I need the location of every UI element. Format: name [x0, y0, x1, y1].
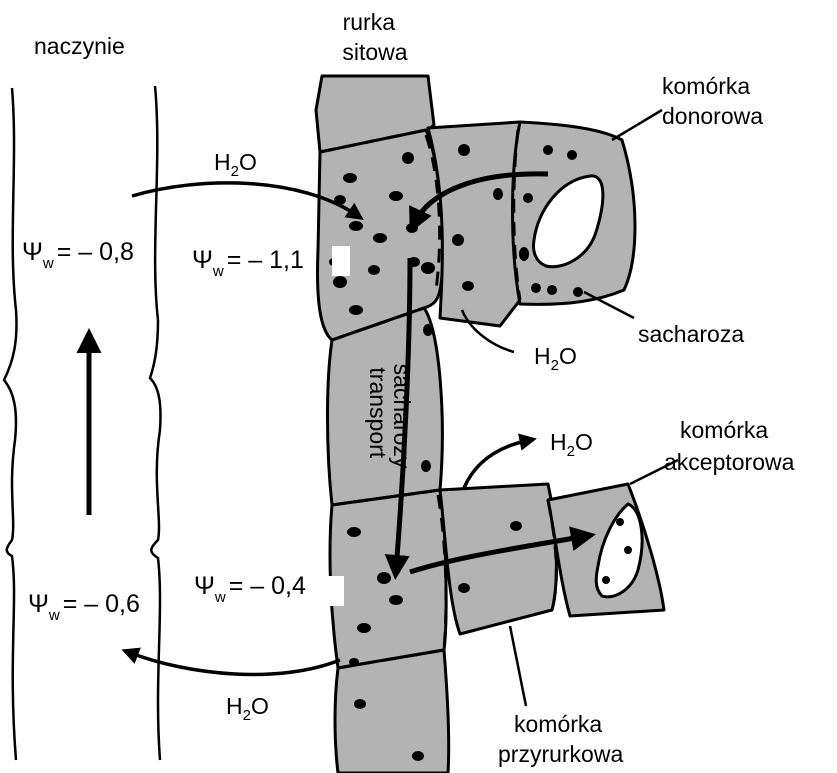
sucrose-dot — [333, 276, 347, 288]
water-label-middle: H2O — [534, 343, 577, 374]
water-exit-arrow — [464, 440, 530, 488]
sucrose-dot — [616, 518, 624, 526]
sieve-tube-label-line1: rurka — [343, 9, 396, 35]
sucrose-dot — [573, 287, 583, 297]
psi-vessel-lower: Ψw= – 0,6 — [28, 590, 140, 624]
sucrose-dot — [354, 699, 366, 709]
sucrose-dot — [567, 150, 577, 160]
companion-leader-line — [510, 626, 526, 706]
sucrose-dot — [458, 144, 470, 156]
donor-cell-label-line1: komórka — [662, 73, 750, 99]
companion-cell-label-line2: przyrurkowa — [498, 741, 623, 767]
sucrose-dot — [452, 234, 464, 246]
sucrose-dot — [543, 145, 553, 155]
sucrose-dot — [421, 262, 435, 274]
donor-leader-line — [612, 110, 662, 140]
water-label-lower-left: H2O — [226, 693, 269, 724]
sucrose-dot — [357, 623, 371, 633]
transport-label-line2: sacharozy — [389, 364, 415, 469]
acceptor-cell-label: komórka akceptorowa — [664, 417, 795, 475]
sucrose-dot — [402, 152, 414, 164]
water-label-upper-left: H2O — [214, 149, 257, 180]
sucrose-dot — [377, 572, 391, 584]
sucrose-dot — [349, 658, 359, 666]
sucrose-label: sacharoza — [638, 321, 744, 347]
sucrose-dot — [510, 521, 522, 531]
psi-tube-lower: Ψw= – 0,4 — [194, 572, 306, 606]
lower-cell-complex — [438, 484, 664, 650]
transport-label-line1: transport — [365, 367, 391, 458]
sieve-tube-label-line2: sitowa — [342, 39, 407, 65]
sucrose-dot — [531, 283, 541, 293]
sucrose-dot — [368, 265, 380, 275]
psi-backing-lower — [326, 576, 344, 606]
donor-cell-label: komórka donorowa — [662, 73, 763, 129]
sucrose-dot — [343, 173, 357, 183]
companion-cell-label: komórka przyrurkowa — [498, 711, 623, 767]
sucrose-dot — [412, 751, 424, 761]
sucrose-dot — [493, 188, 503, 200]
donor-cell-label-line2: donorowa — [662, 103, 763, 129]
psi-vessel-upper: Ψw= – 0,8 — [22, 238, 134, 272]
vessel-left-wall — [4, 88, 17, 760]
transport-label: transport sacharozy — [365, 364, 415, 469]
sucrose-dot — [389, 595, 403, 605]
sucrose-dot — [373, 233, 387, 243]
sucrose-dot — [462, 281, 474, 291]
sucrose-dot — [347, 527, 361, 537]
vessel-label: naczynie — [34, 33, 125, 59]
acceptor-cell-label-line2: akceptorowa — [664, 449, 795, 475]
sucrose-dot — [423, 324, 433, 336]
sucrose-dot — [523, 193, 533, 203]
sieve-tube-label: rurka sitowa — [342, 9, 407, 65]
psi-backing-upper — [332, 246, 350, 276]
psi-tube-upper: Ψw= – 1,1 — [192, 246, 304, 280]
sieve-element-bottom — [335, 650, 449, 773]
sucrose-dot — [349, 305, 363, 315]
water-label-right: H2O — [550, 429, 593, 460]
sucrose-dot — [519, 247, 529, 261]
sucrose-dot — [349, 221, 363, 231]
sucrose-dot — [458, 583, 470, 593]
acceptor-cell-label-line1: komórka — [680, 417, 768, 443]
sucrose-dot — [389, 191, 403, 201]
xylem-vessel — [4, 86, 161, 760]
sucrose-dot — [602, 576, 610, 584]
sucrose-dot — [547, 285, 557, 295]
upper-cell-complex — [426, 122, 635, 326]
sucrose-dot — [624, 546, 632, 554]
sucrose-dot — [421, 460, 431, 472]
companion-cell-label-line1: komórka — [514, 711, 602, 737]
